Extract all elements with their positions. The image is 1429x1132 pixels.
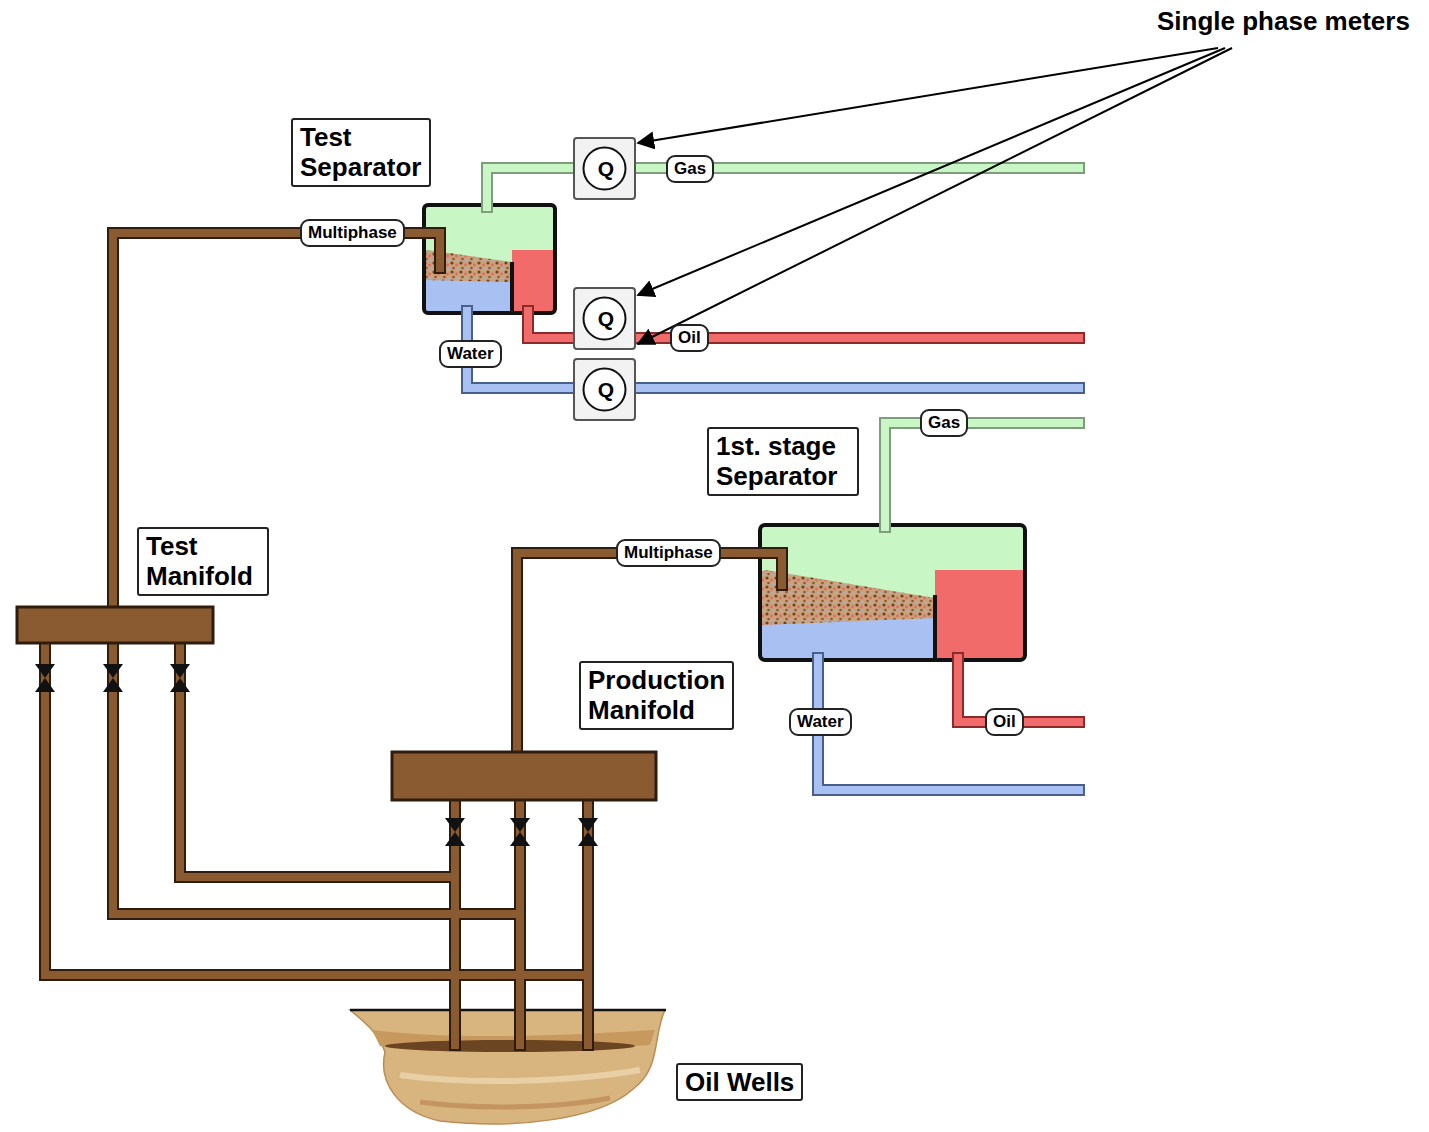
node-text: Test Manifold	[146, 531, 260, 592]
title-box: Test Separator	[291, 118, 431, 187]
test-manifold-bar	[17, 607, 213, 643]
pipe	[467, 311, 1079, 388]
node-text: Multiphase	[308, 223, 397, 243]
pipe-outline	[517, 553, 782, 752]
pipe	[113, 233, 440, 607]
node-text: 1st. stage Separator	[716, 431, 850, 492]
pipe-outline	[885, 423, 1079, 527]
node-text: Q	[595, 157, 614, 181]
node-text: Multiphase	[624, 543, 713, 563]
first-stage-separator-vessel	[760, 525, 1025, 660]
stream-tag: Gas	[666, 155, 714, 183]
node-text: Q	[595, 307, 614, 331]
pipe	[517, 553, 782, 752]
node-text: Test Separator	[300, 122, 422, 183]
pipe	[885, 423, 1079, 527]
pipe	[45, 643, 588, 975]
title-box: Test Manifold	[137, 527, 269, 596]
node-text: Gas	[674, 159, 706, 179]
node-text: Oil	[678, 328, 701, 348]
meter-dial	[584, 369, 626, 411]
callout-title: Single phase meters	[1157, 6, 1410, 37]
valve-symbols	[35, 664, 598, 846]
meter-dial	[584, 298, 626, 340]
node-text: Water	[447, 344, 494, 364]
pipe-outline	[113, 233, 440, 607]
production-manifold-bar	[392, 752, 656, 800]
leader-arrows	[638, 48, 1232, 344]
node-text: Oil	[993, 712, 1016, 732]
stream-tag: Gas	[920, 409, 968, 437]
stream-tag: Multiphase	[616, 539, 721, 567]
meter-dial	[584, 148, 626, 190]
flow-meter: Q	[573, 358, 636, 421]
pipe-outline	[818, 658, 1079, 790]
node-text: Q	[595, 378, 614, 402]
node-text: Water	[797, 712, 844, 732]
title-box: Production Manifold	[579, 661, 734, 730]
node-text: Gas	[928, 413, 960, 433]
stream-tag: Oil	[670, 324, 709, 352]
reservoir-ground	[350, 1010, 666, 1124]
pipe-outline	[467, 311, 1079, 388]
stream-tag: Water	[439, 340, 502, 368]
pipe-outline	[45, 643, 588, 975]
flow-meter: Q	[573, 137, 636, 200]
flow-meter: Q	[573, 287, 636, 350]
node-text: Production Manifold	[588, 665, 725, 726]
node-text: Oil Wells	[685, 1067, 794, 1097]
pipe	[818, 658, 1079, 790]
stream-tag: Oil	[985, 708, 1024, 736]
stream-tag: Multiphase	[300, 219, 405, 247]
stream-tag: Water	[789, 708, 852, 736]
title-box: Oil Wells	[676, 1063, 803, 1101]
title-box: 1st. stage Separator	[707, 427, 859, 496]
